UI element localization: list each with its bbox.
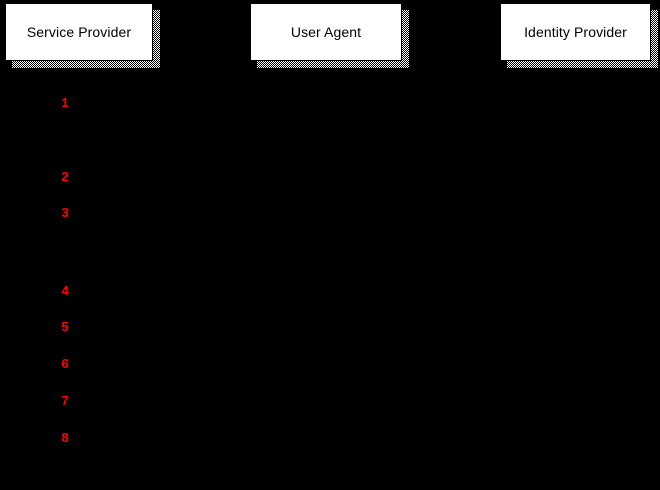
participant-box[interactable]: User Agent: [250, 3, 402, 61]
participant-user-agent[interactable]: User Agent: [250, 3, 409, 68]
participant-label: User Agent: [290, 24, 362, 40]
participant-service-provider[interactable]: Service Provider: [5, 3, 160, 68]
participant-label: Identity Provider: [524, 24, 627, 40]
step-number-4: 4: [61, 283, 69, 298]
step-number-5: 5: [61, 319, 69, 334]
step-number-1: 1: [61, 95, 69, 110]
participant-label: Service Provider: [26, 24, 132, 40]
step-number-8: 8: [61, 430, 69, 445]
step-number-2: 2: [61, 169, 69, 184]
participant-identity-provider[interactable]: Identity Provider: [500, 3, 658, 68]
step-number-3: 3: [61, 205, 69, 220]
step-number-7: 7: [61, 393, 69, 408]
step-number-6: 6: [61, 356, 69, 371]
participant-box[interactable]: Service Provider: [5, 3, 153, 61]
participant-box[interactable]: Identity Provider: [500, 3, 651, 61]
